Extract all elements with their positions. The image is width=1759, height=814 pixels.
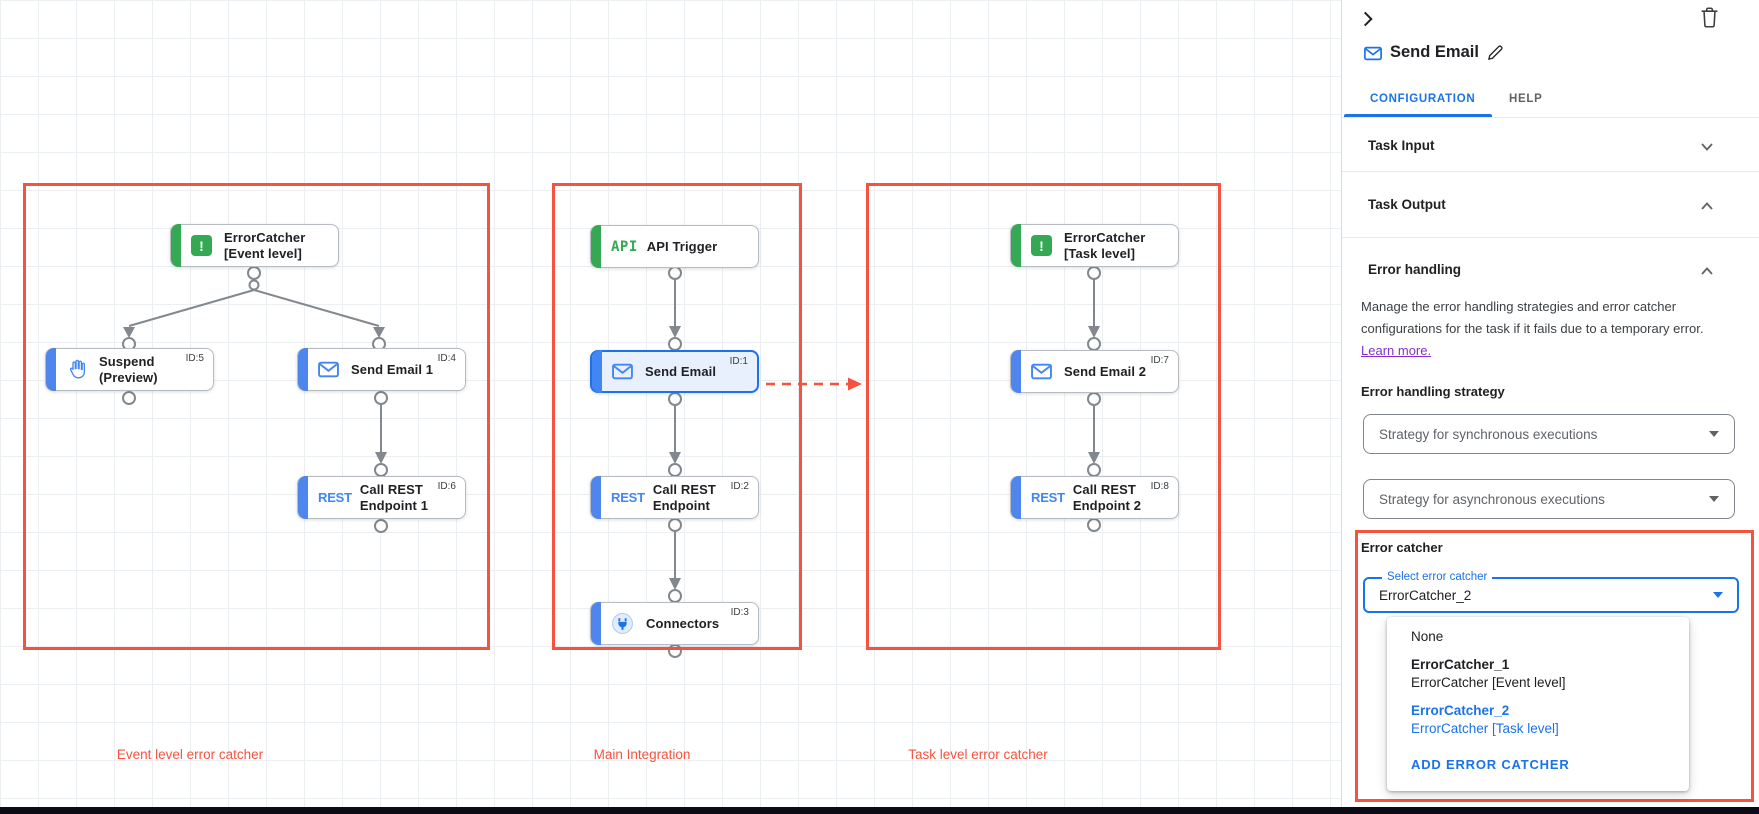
section-task-output[interactable]: Task Output — [1368, 197, 1446, 212]
mail-icon — [612, 363, 633, 380]
group-box-task-level — [866, 183, 1221, 650]
node-accent-bar — [46, 348, 56, 391]
tab-configuration[interactable]: CONFIGURATION — [1370, 93, 1476, 105]
node-api-trigger[interactable]: API API Trigger — [590, 225, 759, 268]
dropdown-arrow-icon — [1713, 592, 1723, 598]
menu-item-errorcatcher-1[interactable]: ErrorCatcher_1 — [1411, 657, 1510, 672]
group-box-event-level — [23, 183, 490, 650]
node-accent-bar — [1011, 476, 1021, 519]
dropdown-arrow-icon — [1709, 431, 1719, 437]
node-accent-bar — [592, 350, 602, 393]
node-id-badge: ID:3 — [730, 607, 749, 618]
section-error-handling[interactable]: Error handling — [1368, 262, 1462, 277]
trash-icon — [1701, 7, 1718, 28]
panel-title: Send Email — [1390, 43, 1479, 61]
error-catcher-label: Error catcher — [1361, 540, 1443, 555]
chevron-up-icon[interactable] — [1698, 199, 1716, 218]
node-accent-bar — [1011, 224, 1021, 267]
error-catcher-icon — [191, 235, 212, 256]
flow-edges — [122, 253, 1101, 658]
window-bottom-edge — [0, 807, 1759, 814]
menu-item-errorcatcher-2[interactable]: ErrorCatcher_2 — [1411, 703, 1510, 718]
pencil-icon — [1487, 45, 1503, 61]
group-label-task-level: Task level error catcher — [908, 747, 1048, 762]
collapse-panel-button[interactable] — [1357, 8, 1379, 33]
dropdown-arrow-icon — [1709, 496, 1719, 502]
flow-canvas[interactable]: Event level error catcher Main Integrati… — [0, 0, 1341, 814]
node-accent-bar — [298, 348, 308, 391]
node-accent-bar — [1011, 350, 1021, 393]
node-accent-bar — [171, 224, 181, 267]
node-errorcatcher-event[interactable]: ErrorCatcher[Event level] — [170, 224, 339, 267]
node-id-badge: ID:4 — [437, 353, 456, 364]
node-suspend[interactable]: Suspend(Preview) ID:5 — [45, 348, 214, 391]
active-tab-underline — [1344, 114, 1492, 117]
sync-strategy-select[interactable]: Strategy for synchronous executions — [1363, 414, 1735, 454]
group-label-event-level: Event level error catcher — [116, 747, 264, 762]
node-id-badge: ID:6 — [437, 481, 456, 492]
node-accent-bar — [298, 476, 308, 519]
node-id-badge: ID:8 — [1150, 481, 1169, 492]
error-catcher-select[interactable]: Select error catcher ErrorCatcher_2 — [1363, 571, 1739, 613]
error-handling-description: Manage the error handling strategies and… — [1361, 299, 1704, 358]
node-accent-bar — [591, 602, 601, 645]
task-config-panel: Send Email CONFIGURATION HELP Task Input… — [1341, 0, 1759, 814]
node-id-badge: ID:7 — [1150, 355, 1169, 366]
rest-icon: REST — [611, 490, 645, 505]
menu-item-none[interactable]: None — [1411, 629, 1444, 644]
edit-title-button[interactable] — [1487, 44, 1504, 64]
chevron-up-icon[interactable] — [1698, 264, 1716, 283]
section-task-input[interactable]: Task Input — [1368, 138, 1435, 153]
error-catcher-menu: None ErrorCatcher_1 ErrorCatcher [Event … — [1387, 617, 1689, 791]
node-id-badge: ID:1 — [729, 356, 748, 367]
chevron-down-icon[interactable] — [1698, 140, 1716, 159]
node-send-email[interactable]: Send Email ID:1 — [590, 350, 759, 393]
menu-item-errorcatcher-1-subtitle[interactable]: ErrorCatcher [Event level] — [1411, 675, 1566, 690]
menu-item-errorcatcher-2-subtitle[interactable]: ErrorCatcher [Task level] — [1411, 721, 1559, 736]
error-catcher-icon — [1031, 235, 1052, 256]
async-strategy-select[interactable]: Strategy for asynchronous executions — [1363, 479, 1735, 519]
node-accent-bar — [591, 476, 601, 519]
node-id-badge: ID:2 — [730, 481, 749, 492]
panel-mail-icon — [1364, 46, 1382, 66]
mail-icon — [318, 361, 339, 378]
hand-icon — [66, 359, 87, 380]
node-connectors[interactable]: Connectors ID:3 — [590, 602, 759, 645]
mail-icon — [1031, 363, 1052, 380]
delete-task-button[interactable] — [1700, 7, 1719, 31]
node-send-email-1[interactable]: Send Email 1 ID:4 — [297, 348, 466, 391]
connection-ports — [122, 266, 1101, 658]
rest-icon: REST — [318, 490, 352, 505]
annotation-arrowhead — [848, 377, 862, 391]
error-catcher-select-label: Select error catcher — [1382, 571, 1493, 583]
group-label-main-integration: Main Integration — [593, 747, 691, 762]
node-errorcatcher-task[interactable]: ErrorCatcher[Task level] — [1010, 224, 1179, 267]
learn-more-link[interactable]: Learn more. — [1361, 343, 1432, 358]
api-icon: API — [611, 238, 638, 255]
node-send-email-2[interactable]: Send Email 2 ID:7 — [1010, 350, 1179, 393]
strategy-label: Error handling strategy — [1361, 384, 1505, 399]
node-id-badge: ID:5 — [185, 353, 204, 364]
rest-icon: REST — [1031, 490, 1065, 505]
annotation-highlight-box — [1355, 530, 1754, 802]
node-accent-bar — [591, 225, 601, 268]
connector-icon — [611, 612, 634, 635]
tab-help[interactable]: HELP — [1509, 93, 1543, 105]
add-error-catcher-button[interactable]: ADD ERROR CATCHER — [1411, 757, 1570, 772]
group-box-main-integration — [552, 183, 802, 650]
